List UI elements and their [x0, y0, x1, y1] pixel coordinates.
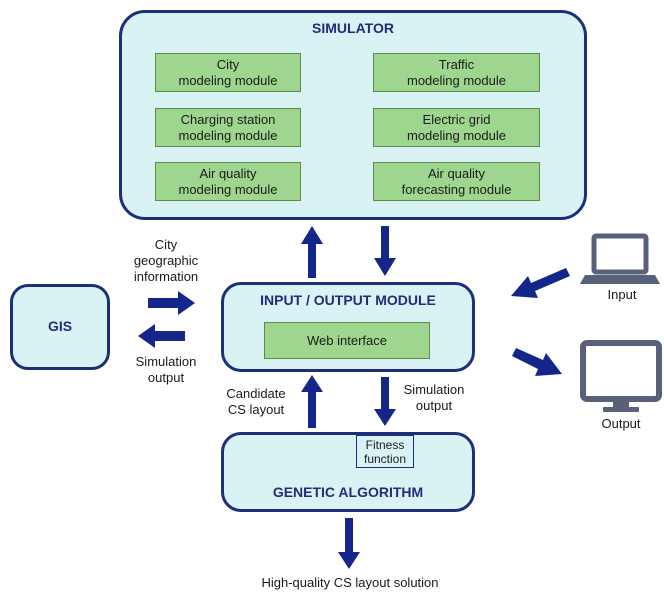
arrow-ga-to-solution: [338, 518, 360, 569]
city-geographic-information-label: City geographic information: [133, 237, 199, 284]
output-label: Output: [601, 416, 641, 431]
monitor-icon: [580, 340, 662, 412]
solution-label: High-quality CS layout solution: [261, 575, 439, 590]
fitness-function: Fitness function: [356, 435, 414, 468]
city-modeling-module: City modeling module: [155, 53, 301, 92]
genetic-algorithm-title: GENETIC ALGORITHM: [272, 484, 424, 500]
charging-station-modeling-module: Charging station modeling module: [155, 108, 301, 147]
arrow-gis-to-io: [148, 291, 195, 315]
air-quality-modeling-module: Air quality modeling module: [155, 162, 301, 201]
arrow-io-to-gis: [138, 324, 185, 348]
candidate-cs-layout-label: Candidate CS layout: [226, 386, 286, 417]
web-interface: Web interface: [264, 322, 430, 359]
input-label: Input: [607, 287, 637, 302]
simulator-title: SIMULATOR: [312, 20, 394, 36]
gis-title: GIS: [47, 318, 73, 334]
air-quality-forecasting-module: Air quality forecasting module: [373, 162, 540, 201]
arrow-ga-to-io: [301, 375, 323, 428]
arrow-io-to-simulator: [301, 226, 323, 278]
simulation-output-right-label: Simulation output: [403, 382, 465, 413]
gis-box: [10, 284, 110, 370]
io-module-title: INPUT / OUTPUT MODULE: [260, 292, 436, 308]
genetic-algorithm-box: [221, 432, 475, 512]
electric-grid-modeling-module: Electric grid modeling module: [373, 108, 540, 147]
arrow-simulator-to-io: [374, 226, 396, 276]
laptop-icon: [580, 233, 660, 284]
traffic-modeling-module: Traffic modeling module: [373, 53, 540, 92]
simulation-output-left-label: Simulation output: [135, 354, 197, 385]
arrow-input-to-io: [511, 268, 570, 298]
arrow-io-to-ga: [374, 377, 396, 426]
arrow-io-to-output: [512, 348, 562, 376]
